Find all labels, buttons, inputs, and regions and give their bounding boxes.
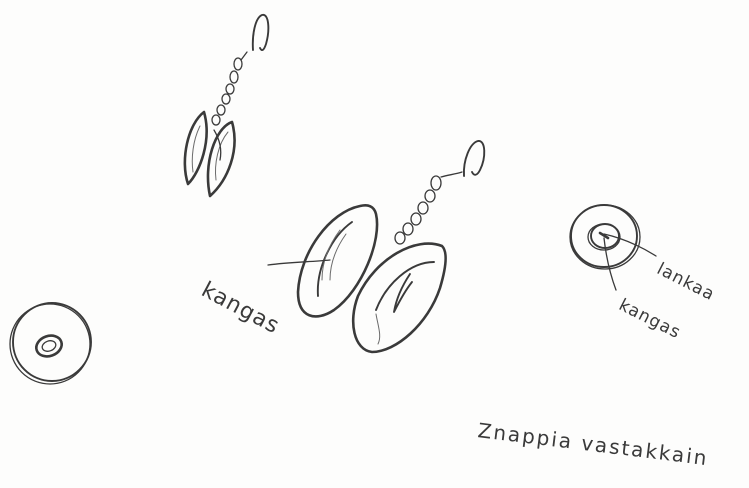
fabric-pointer-line-left [268, 260, 330, 265]
thread-pointer-line [604, 234, 656, 256]
small-earring-hook [253, 15, 269, 50]
large-earring-drawing [268, 141, 484, 352]
small-earring-chain [212, 52, 247, 125]
small-earring-snap-left [185, 112, 207, 184]
large-earring-hook [464, 141, 484, 176]
snap-front-view-left [10, 303, 91, 384]
large-earring-snap-right [353, 244, 445, 352]
small-earring-snap-right [208, 122, 235, 196]
small-earring-drawing [185, 15, 268, 196]
large-earring-chain [395, 172, 462, 244]
snap-front-view-right [570, 205, 656, 290]
